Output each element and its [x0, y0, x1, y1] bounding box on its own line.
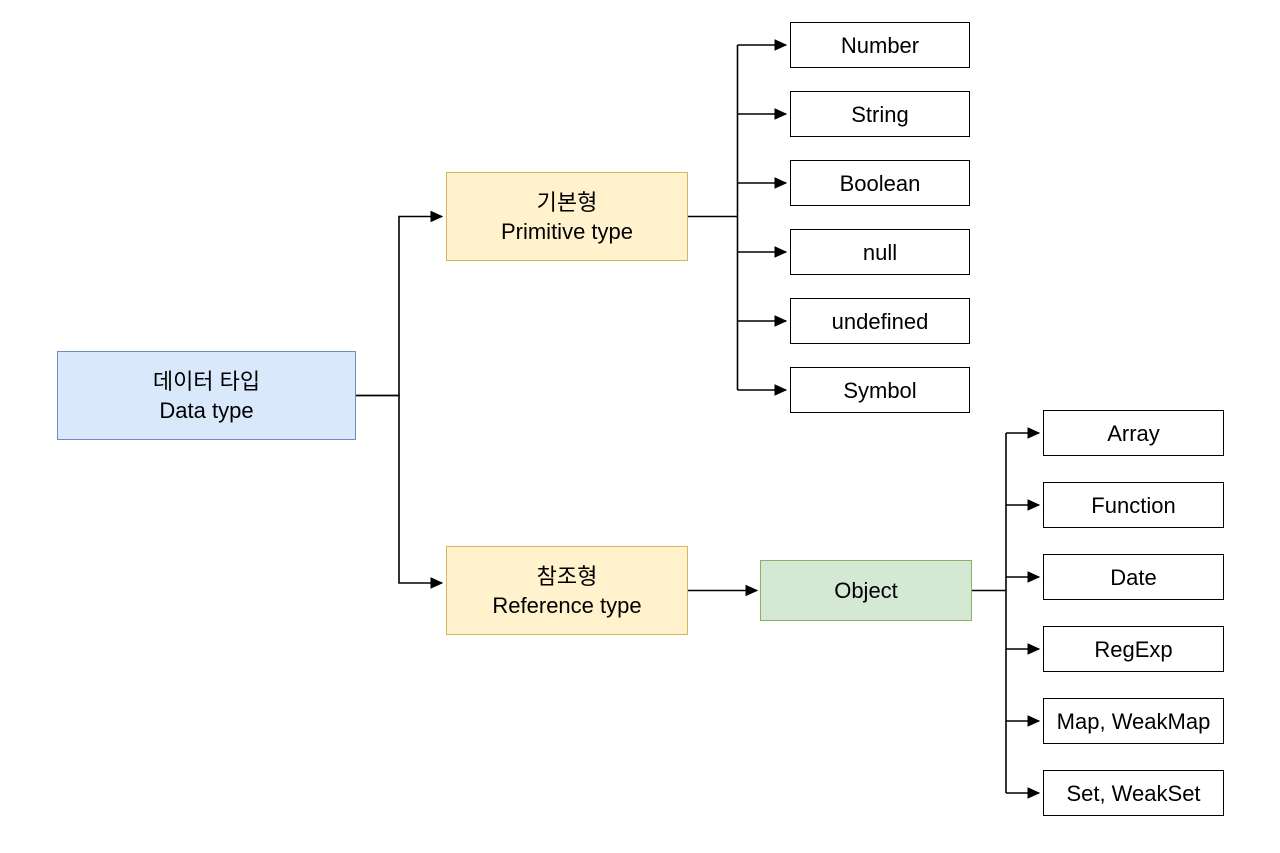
node-boolean: Boolean [790, 160, 970, 206]
node-date: Date [1043, 554, 1224, 600]
node-data-type-label-ko: 데이터 타입 [152, 368, 261, 394]
node-map-weakmap: Map, WeakMap [1043, 698, 1224, 744]
node-null: null [790, 229, 970, 275]
node-function: Function [1043, 482, 1224, 528]
node-undefined: undefined [790, 298, 970, 344]
node-data-type-label-en: Data type [159, 397, 254, 423]
node-symbol: Symbol [790, 367, 970, 413]
node-reference-label-en: Reference type [492, 592, 642, 618]
edge-root-to-reference [356, 394, 444, 589]
node-string: String [790, 91, 970, 137]
node-object-label: Object [834, 578, 898, 603]
node-primitive-label-en: Primitive type [500, 218, 634, 244]
edge-root-to-primitive [356, 210, 444, 397]
node-reference-label-ko: 참조형 [536, 563, 598, 589]
node-array: Array [1043, 410, 1224, 456]
node-primitive-type: 기본형 Primitive type [446, 172, 688, 261]
node-object: Object [760, 560, 972, 621]
node-number: Number [790, 22, 970, 68]
node-data-type: 데이터 타입 Data type [57, 351, 356, 440]
node-regexp: RegExp [1043, 626, 1224, 672]
node-set-weakset: Set, WeakSet [1043, 770, 1224, 816]
node-primitive-label-ko: 기본형 [536, 189, 598, 215]
node-reference-type: 참조형 Reference type [446, 546, 688, 635]
